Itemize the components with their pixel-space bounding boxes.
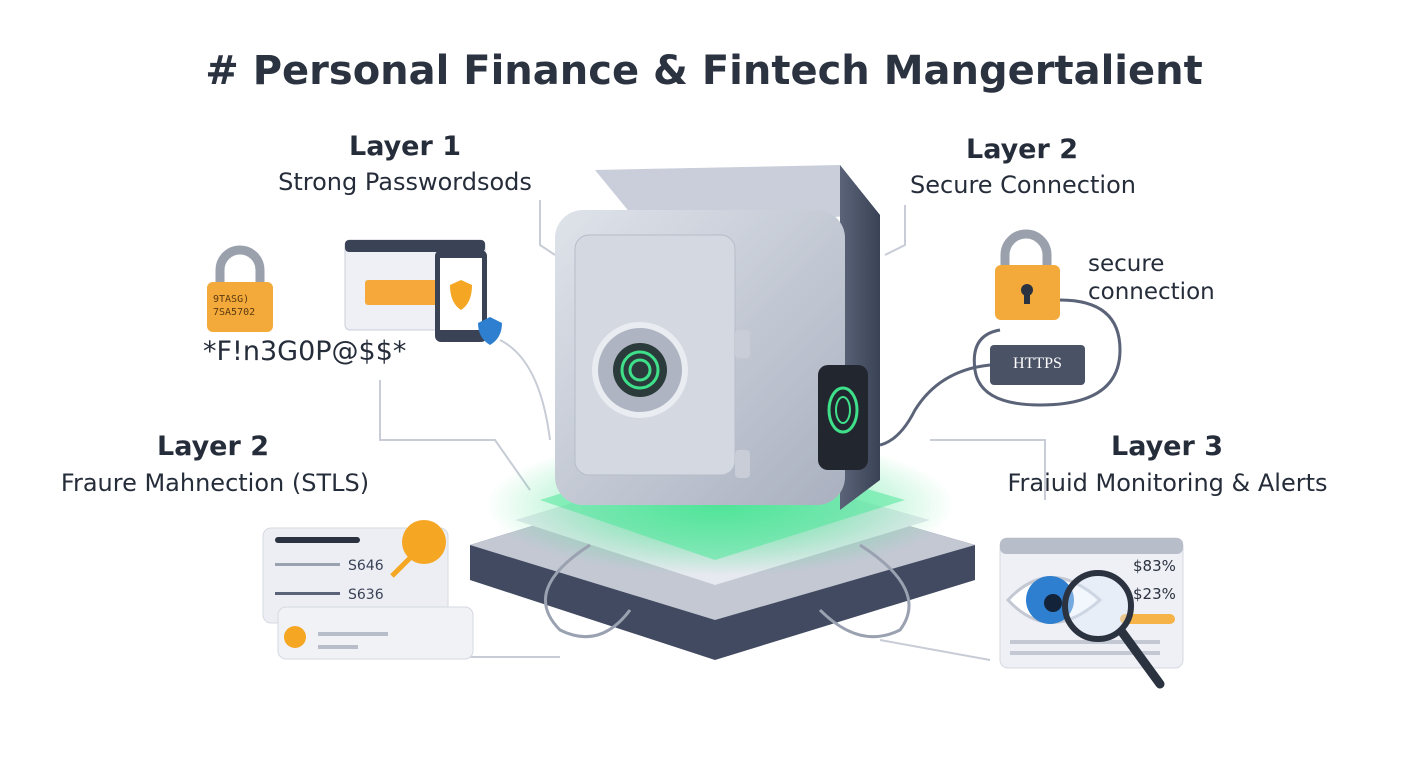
monitoring-card xyxy=(999,537,1184,689)
layer3-heading: Layer 3 xyxy=(1110,431,1223,462)
fingerprint-scanner-icon xyxy=(827,386,859,434)
page-title: # Personal Finance & Fintech Mangertalie… xyxy=(205,48,1203,94)
magnifier-icon xyxy=(1062,570,1134,642)
transactions-card xyxy=(262,520,474,660)
layer1-subtitle: Strong Passwordsods xyxy=(278,168,532,196)
layer1-heading: Layer 1 xyxy=(348,131,461,162)
padlock-code-line1: 9TASG) xyxy=(213,294,250,305)
transaction-amount-2: S636 xyxy=(348,587,384,603)
secure-padlock-icon xyxy=(995,229,1060,320)
safe-vault xyxy=(555,165,880,510)
secure-label-line1: secure xyxy=(1088,251,1165,277)
monitor-value-1: $83% xyxy=(1133,557,1176,575)
padlock-code: 9TASG) 7SA5702 xyxy=(213,293,255,319)
monitor-value-2: $23% xyxy=(1133,585,1176,603)
transaction-amount-1: S646 xyxy=(348,558,384,574)
password-example: *F!n3G0P@$$* xyxy=(203,336,407,367)
layer2-heading: Layer 2 xyxy=(965,134,1078,165)
padlock-icon xyxy=(207,245,273,332)
layer2b-subtitle: Fraure Mahnection (STLS) xyxy=(60,469,370,497)
padlock-code-line2: 7SA5702 xyxy=(213,307,256,318)
secure-connection-label: secure connection xyxy=(1088,250,1215,306)
fingerprint-icon xyxy=(620,350,660,390)
https-badge xyxy=(990,345,1085,385)
connector-lines xyxy=(379,200,1046,661)
alert-badge-icon xyxy=(402,520,446,564)
secure-label-line2: connection xyxy=(1088,279,1215,305)
layer2-subtitle: Secure Connection xyxy=(910,171,1136,199)
layer3-subtitle: Fraiuid Monitoring & Alerts xyxy=(1007,469,1328,497)
https-label: HTTPS xyxy=(1013,355,1062,372)
browser-phone-icon xyxy=(344,239,502,345)
layer2b-heading: Layer 2 xyxy=(156,431,269,462)
